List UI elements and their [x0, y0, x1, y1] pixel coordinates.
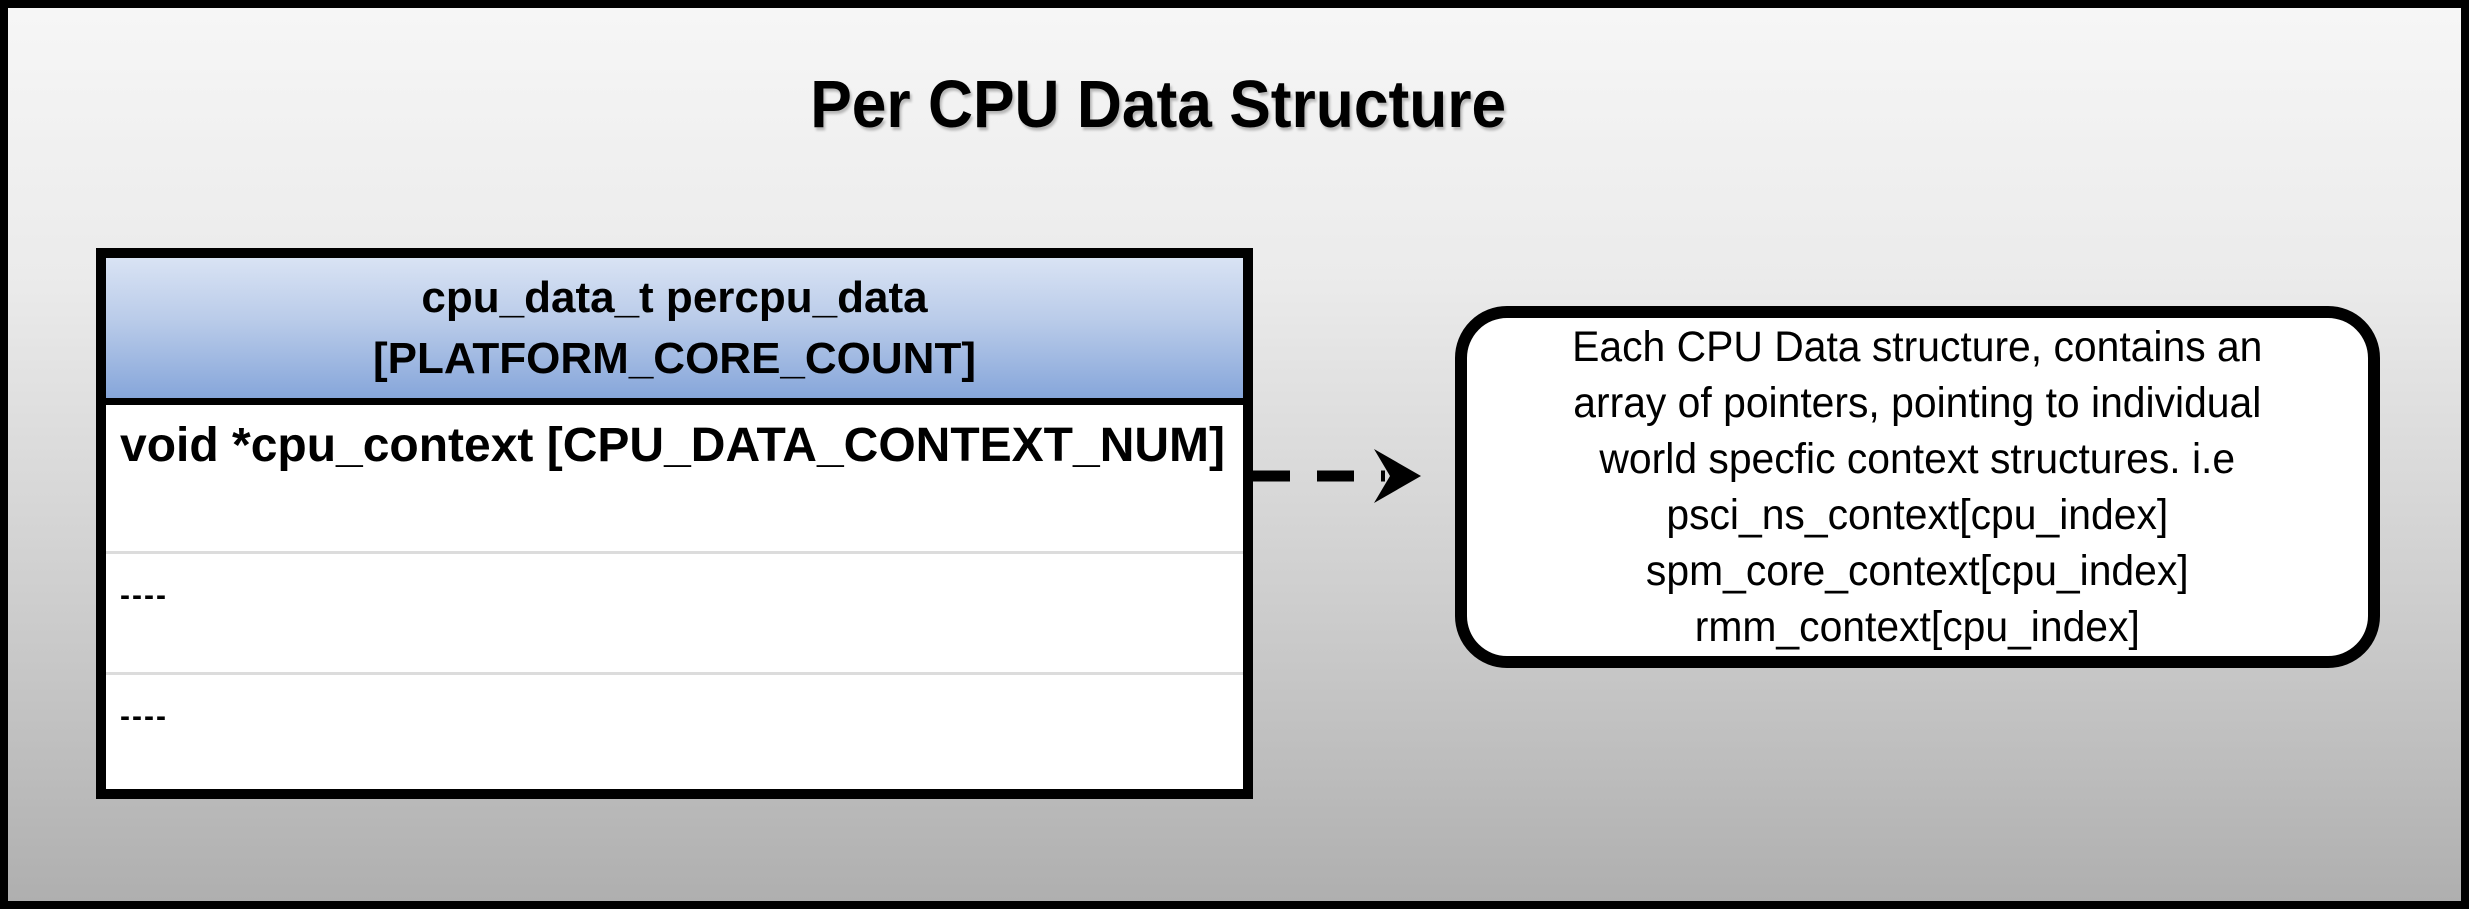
callout-box: Each CPU Data structure, contains an arr… — [1455, 306, 2380, 668]
callout-line-5: spm_core_context[cpu_index] — [1646, 547, 2189, 595]
cpu-data-table: cpu_data_t percpu_data [PLATFORM_CORE_CO… — [96, 248, 1253, 799]
table-header-line-2: [PLATFORM_CORE_COUNT] — [373, 334, 976, 383]
dashed-right-arrow-icon — [1253, 449, 1421, 503]
callout-line-2: array of pointers, pointing to individua… — [1573, 379, 2262, 427]
diagram-title: Per CPU Data Structure — [8, 66, 2308, 143]
table-row-cpu-context: void *cpu_context [CPU_DATA_CONTEXT_NUM] — [106, 405, 1243, 554]
table-row-placeholder-2: ---- — [106, 675, 1243, 787]
callout-line-4: psci_ns_context[cpu_index] — [1666, 491, 2169, 539]
table-row-placeholder-1: ---- — [106, 554, 1243, 675]
callout-line-1: Each CPU Data structure, contains an — [1572, 323, 2263, 371]
table-row-placeholder-1-label: ---- — [120, 579, 168, 612]
table-header-line-1: cpu_data_t percpu_data — [421, 273, 928, 322]
table-header: cpu_data_t percpu_data [PLATFORM_CORE_CO… — [106, 258, 1243, 405]
callout-line-6: rmm_context[cpu_index] — [1694, 603, 2141, 651]
table-row-placeholder-2-label: ---- — [120, 700, 168, 733]
diagram-title-text: Per CPU Data Structure — [809, 67, 1506, 142]
callout-text: Each CPU Data structure, contains an arr… — [1572, 319, 2262, 655]
callout-line-3: world specfic context structures. i.e — [1599, 435, 2236, 483]
table-row-cpu-context-label: void *cpu_context [CPU_DATA_CONTEXT_NUM] — [120, 419, 1225, 472]
